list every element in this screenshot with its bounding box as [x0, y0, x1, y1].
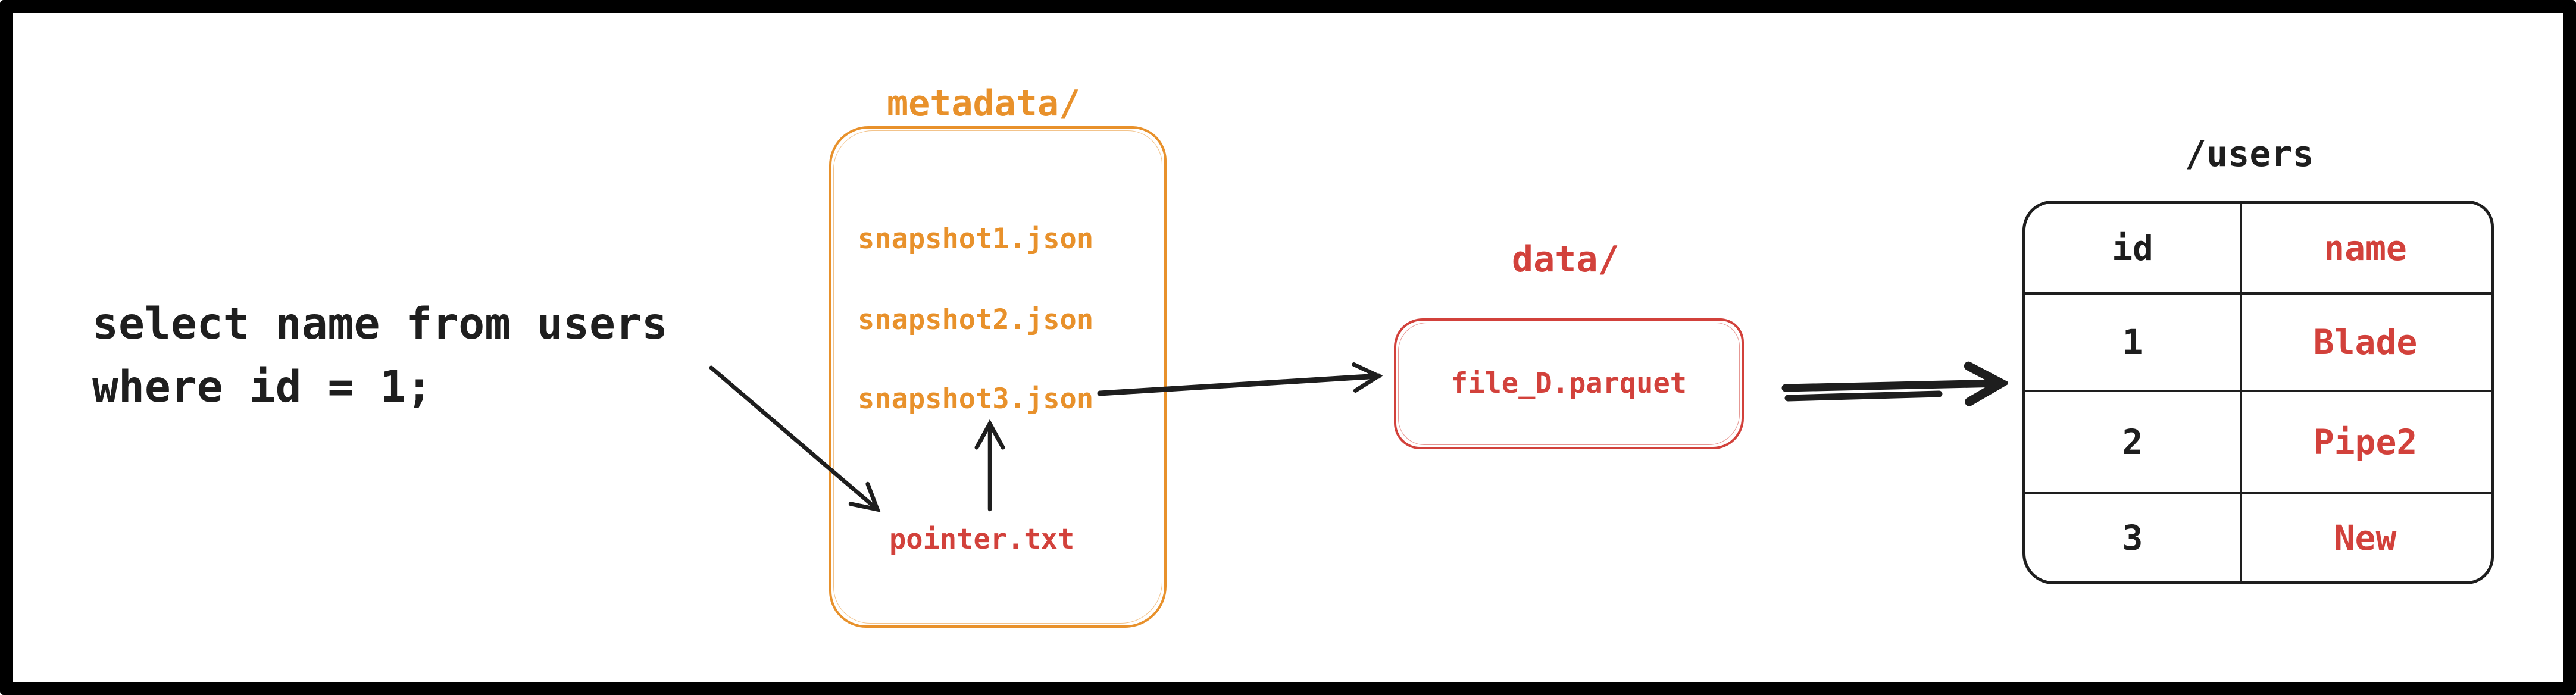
table-header-row: id name: [2025, 204, 2491, 292]
header-name: name: [2324, 227, 2407, 268]
arrow-query-to-pointer: [709, 365, 881, 512]
table-row: 3 New: [2025, 492, 2491, 581]
header-id: id: [2112, 227, 2153, 268]
table-row: 2 Pipe2: [2025, 390, 2491, 492]
data-folder-label: data/: [1512, 239, 1620, 280]
sql-query-line-2: where id = 1;: [92, 362, 433, 412]
sql-query-text: select name from users where id = 1;: [92, 293, 668, 419]
file-snapshot3-json: snapshot3.json: [858, 383, 1094, 415]
arrow-datafile-to-table: [1781, 383, 2001, 398]
file-pointer-txt: pointer.txt: [889, 523, 1075, 556]
row-id: 3: [2122, 518, 2143, 558]
row-name: Pipe2: [2313, 422, 2418, 462]
users-table-label: /users: [2185, 133, 2314, 175]
data-folder-box: file_D.parquet: [1394, 318, 1744, 449]
row-name: New: [2334, 518, 2397, 558]
metadata-folder-box: snapshot1.json snapshot2.json snapshot3.…: [829, 126, 1167, 628]
sql-query-line-1: select name from users: [92, 299, 668, 349]
table-row: 1 Blade: [2025, 292, 2491, 390]
metadata-folder-label: metadata/: [887, 83, 1081, 124]
table-column-divider: [2240, 202, 2242, 584]
arrow-snapshot3-to-datafile: [1097, 362, 1383, 396]
users-table: id name 1 Blade 2 Pipe2 3 New: [2022, 201, 2494, 584]
file-parquet: file_D.parquet: [1450, 367, 1687, 400]
row-id: 1: [2122, 322, 2143, 362]
row-id: 2: [2122, 422, 2143, 462]
row-name: Blade: [2313, 322, 2418, 362]
file-snapshot1-json: snapshot1.json: [858, 223, 1094, 255]
file-snapshot2-json: snapshot2.json: [858, 303, 1094, 336]
